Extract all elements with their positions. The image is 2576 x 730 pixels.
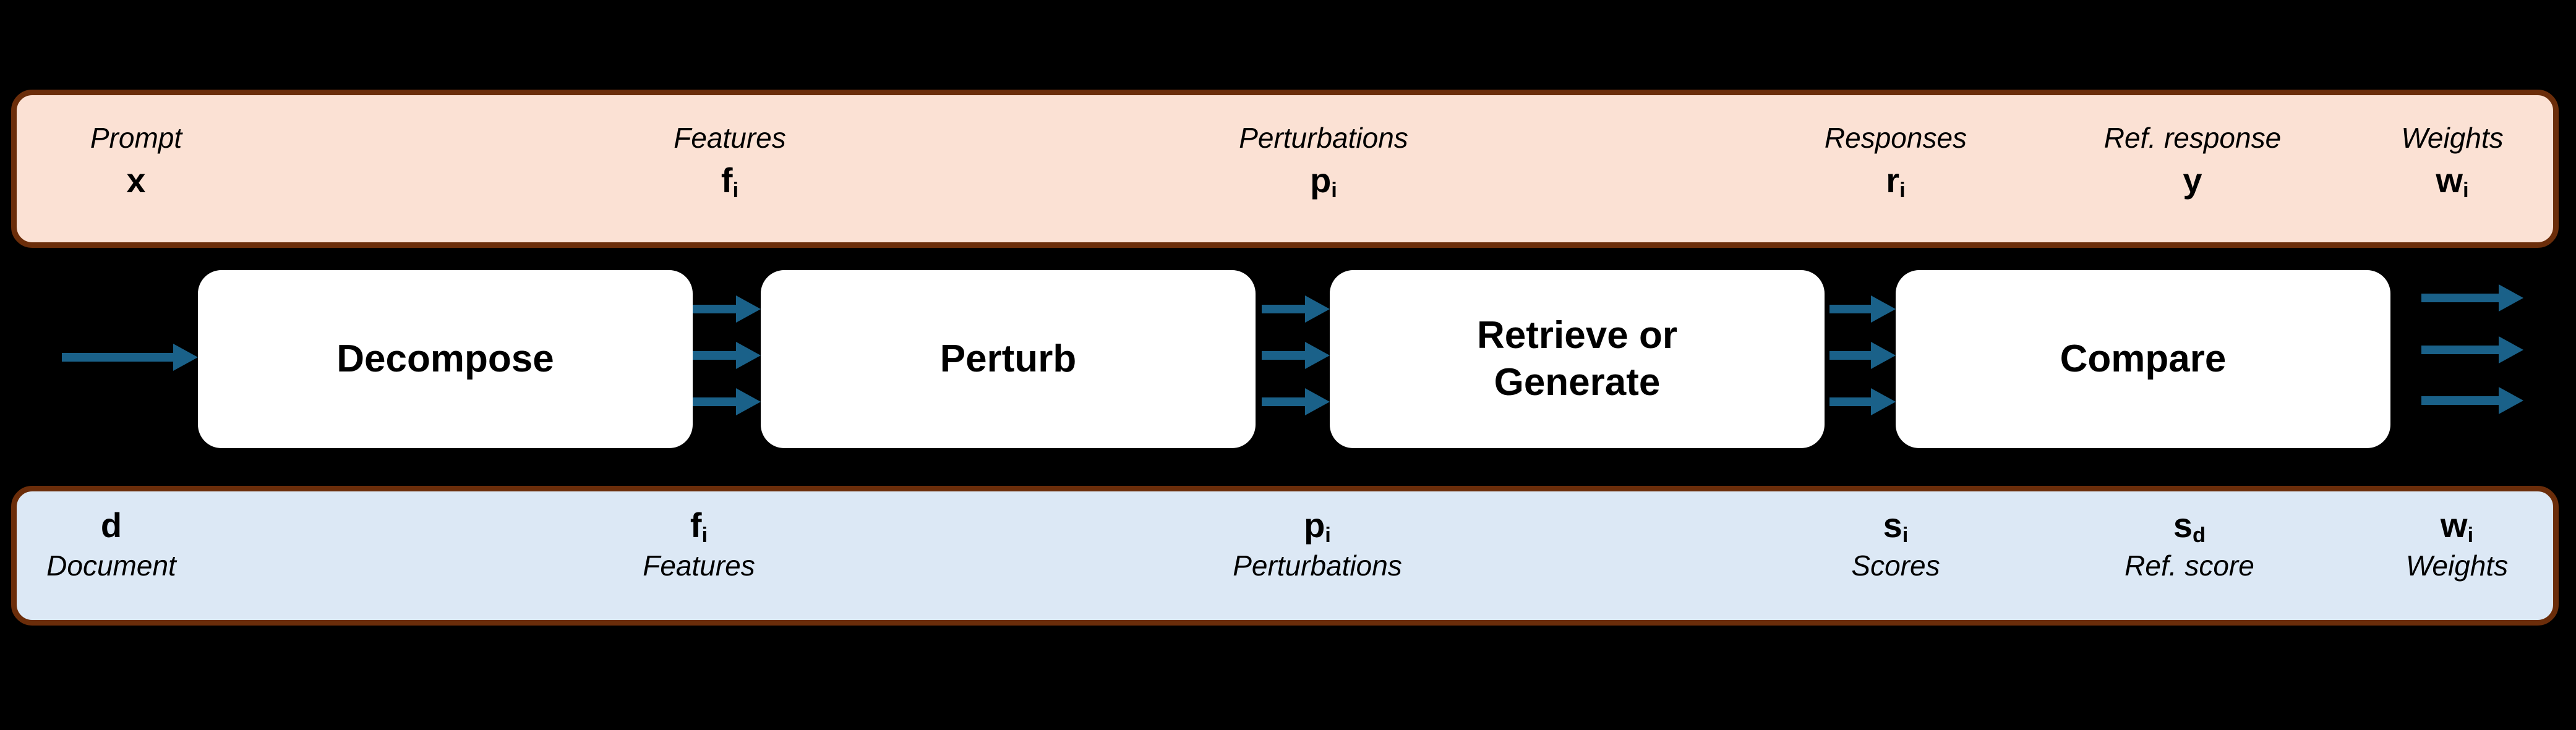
- bottom-banner: [11, 486, 2559, 626]
- top-column-weights: Weights wi: [2363, 122, 2542, 202]
- bottom-label-perturbations-symbol: pi: [1304, 506, 1331, 547]
- top-label-ref-response-symbol: y: [2183, 161, 2202, 200]
- top-column-perturbations: Perturbations pi: [1194, 122, 1453, 202]
- top-label-prompt-name: Prompt: [90, 122, 182, 154]
- stage-box-compare[interactable]: Compare: [1896, 270, 2390, 448]
- top-label-features-symbol: fi: [721, 161, 739, 202]
- bottom-label-weights-symbol: wi: [2440, 506, 2474, 547]
- bottom-label-weights-name: Weights: [2405, 550, 2509, 582]
- top-label-perturbations-name: Perturbations: [1239, 122, 1408, 154]
- top-column-responses: Responses ri: [1787, 122, 2004, 202]
- bottom-column-ref-score: sd Ref. score: [2075, 508, 2304, 580]
- bottom-column-perturbations: pi Perturbations: [1187, 508, 1447, 580]
- top-column-ref-response: Ref. response y: [2066, 124, 2319, 198]
- top-label-weights-name: Weights: [2401, 122, 2504, 154]
- bottom-column-features: fi Features: [618, 508, 779, 580]
- bottom-label-document-symbol: d: [100, 506, 122, 545]
- bottom-label-ref-score-symbol: sd: [2173, 506, 2206, 547]
- top-column-prompt: Prompt x: [37, 124, 235, 198]
- stage-box-perturb[interactable]: Perturb: [761, 270, 1256, 448]
- stage-box-decompose[interactable]: Decompose: [198, 270, 693, 448]
- bottom-label-features-name: Features: [643, 550, 755, 582]
- top-label-responses-name: Responses: [1824, 122, 1967, 154]
- bottom-label-scores-symbol: si: [1883, 506, 1909, 547]
- bottom-column-scores: si Scores: [1806, 508, 1985, 580]
- bottom-label-features-symbol: fi: [690, 506, 708, 547]
- top-label-ref-response-name: Ref. response: [2103, 122, 2282, 154]
- bottom-label-perturbations-name: Perturbations: [1233, 550, 1402, 582]
- top-label-perturbations-symbol: pi: [1310, 161, 1337, 202]
- top-label-features-name: Features: [674, 122, 786, 154]
- bottom-column-weights: wi Weights: [2369, 508, 2545, 580]
- top-label-responses-symbol: ri: [1886, 161, 1906, 202]
- bottom-label-scores-name: Scores: [1851, 550, 1940, 582]
- top-column-features: Features fi: [631, 122, 829, 202]
- top-banner: [11, 90, 2559, 248]
- bottom-label-ref-score-name: Ref. score: [2125, 550, 2254, 582]
- top-label-prompt-symbol: x: [126, 161, 146, 200]
- stage-box-retrieve-or-generate[interactable]: Retrieve or Generate: [1330, 270, 1825, 448]
- top-label-weights-symbol: wi: [2436, 161, 2469, 202]
- bottom-label-document-name: Document: [46, 550, 176, 582]
- bottom-column-document: d Document: [31, 508, 192, 580]
